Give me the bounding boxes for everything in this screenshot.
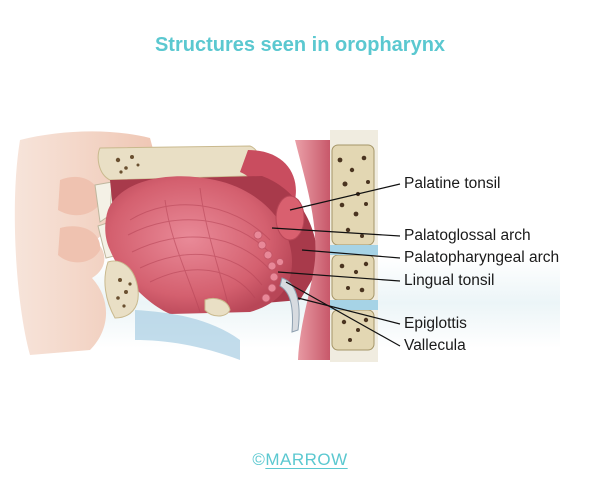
lingual-tonsil-bumps	[253, 230, 284, 303]
lower-lip	[58, 226, 101, 263]
tongue-muscle-fibres	[127, 187, 273, 313]
leader-lines	[271, 183, 401, 347]
hard-palate	[97, 145, 260, 181]
label-palatopharyngeal-arch: Palatopharyngeal arch	[404, 249, 560, 266]
leader-line-vallecula	[285, 281, 401, 347]
leader-line-palatoglossal-arch	[271, 227, 401, 237]
leader-line-lingual-tonsil	[277, 271, 401, 282]
leader-line-palatopharyngeal-arch	[301, 249, 401, 259]
leader-line-epiglottis	[297, 297, 401, 325]
logo-text: MARROW	[265, 450, 348, 469]
copyright-symbol: ©	[252, 450, 266, 469]
epiglottis	[279, 277, 300, 333]
palate-bone-texture	[115, 155, 140, 174]
label-palatine-tonsil: Palatine tonsil	[404, 175, 501, 192]
tongue	[105, 176, 292, 314]
hyoid-bone	[204, 297, 231, 317]
diagram-title: Structures seen in oropharynx	[154, 34, 446, 56]
label-palatoglossal-arch: Palatoglossal arch	[404, 227, 531, 244]
palatine-tonsil	[275, 195, 305, 241]
upper-lip	[58, 176, 102, 216]
label-vallecula: Vallecula	[404, 337, 466, 354]
leader-line-palatine-tonsil	[289, 183, 401, 211]
vertebra-bone-texture	[337, 155, 370, 342]
pharyngeal-wall	[295, 140, 330, 360]
floor-of-mouth-muscles	[135, 310, 240, 360]
mandible-bone-texture	[116, 278, 132, 308]
label-lingual-tonsil: Lingual tonsil	[404, 272, 495, 289]
mandible	[104, 260, 139, 319]
label-epiglottis: Epiglottis	[404, 315, 467, 332]
cervical-vertebrae	[330, 130, 378, 362]
marrow-logo: ©MARROW	[0, 450, 600, 470]
